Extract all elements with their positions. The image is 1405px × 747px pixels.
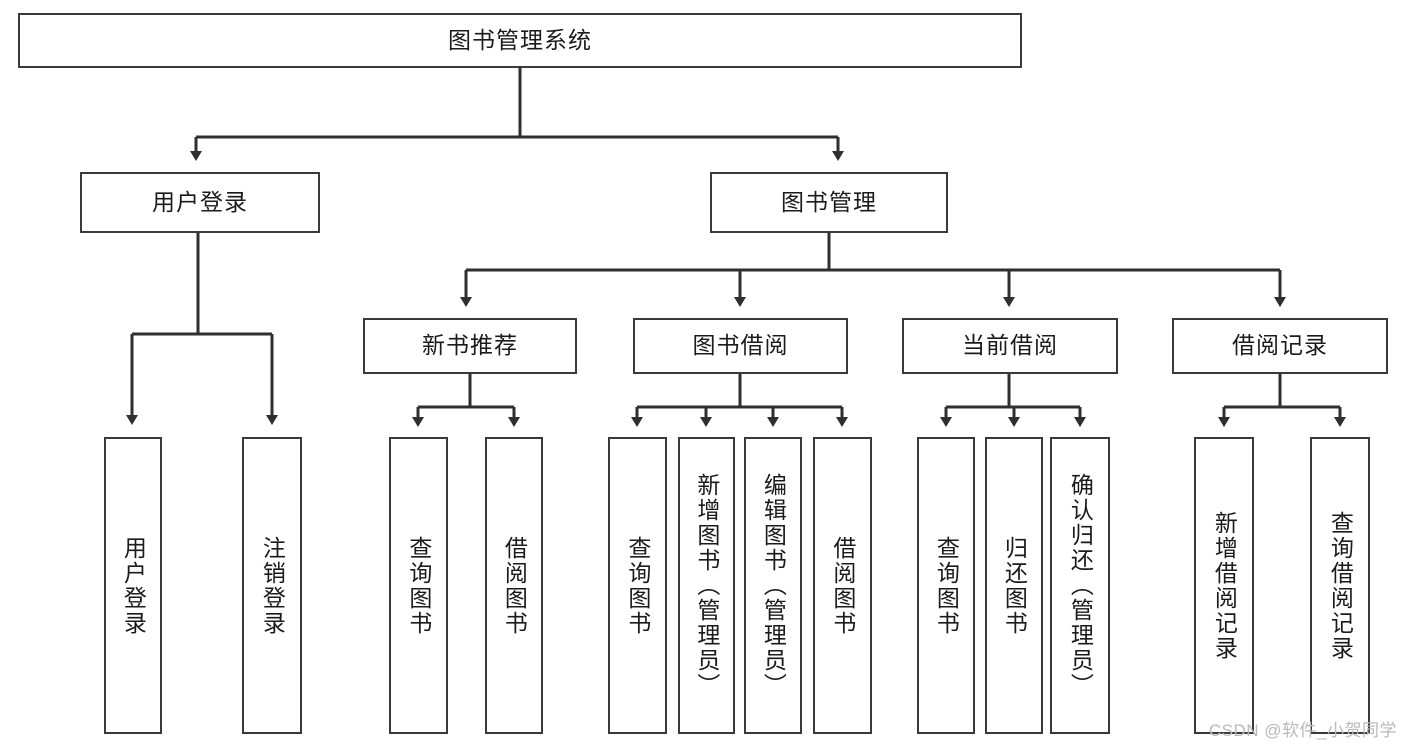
node-user-login-label: 用户登录 (152, 188, 248, 215)
node-leaf-rec-borrow-book[interactable]: 借阅图书 (485, 437, 543, 734)
node-leaf-rec-add-record[interactable]: 新增借阅记录 (1194, 437, 1254, 734)
node-user-login[interactable]: 用户登录 (80, 172, 320, 233)
node-leaf-cur-query-book-label: 查询图书 (933, 535, 960, 636)
node-book-manage-label: 图书管理 (781, 188, 877, 215)
node-leaf-cur-query-book[interactable]: 查询图书 (917, 437, 975, 734)
node-leaf-cur-return-book[interactable]: 归还图书 (985, 437, 1043, 734)
node-new-book-rec[interactable]: 新书推荐 (363, 318, 577, 374)
node-leaf-user-login[interactable]: 用户登录 (104, 437, 162, 734)
node-leaf-borrow-edit-book[interactable]: 编辑图书（管理员） (744, 437, 802, 734)
node-leaf-borrow-add-book[interactable]: 新增图书（管理员） (678, 437, 735, 734)
node-leaf-rec-query-book-label: 查询图书 (405, 535, 432, 636)
node-book-borrow-label: 图书借阅 (692, 332, 789, 359)
node-current-borrow[interactable]: 当前借阅 (902, 318, 1118, 374)
node-leaf-rec-query-record-label: 查询借阅记录 (1327, 510, 1354, 661)
node-leaf-cur-confirm-return-label: 确认归还（管理员） (1067, 473, 1094, 698)
node-leaf-user-logout-label: 注销登录 (259, 535, 286, 636)
node-book-manage[interactable]: 图书管理 (710, 172, 948, 233)
csdn-watermark: CSDN @软件_小贺同学 (1208, 721, 1397, 740)
node-root[interactable]: 图书管理系统 (18, 13, 1022, 68)
node-leaf-borrow-query-book-label: 查询图书 (624, 535, 651, 636)
node-leaf-borrow-borrow-book[interactable]: 借阅图书 (813, 437, 872, 734)
node-leaf-cur-return-book-label: 归还图书 (1001, 535, 1028, 636)
node-leaf-user-login-label: 用户登录 (120, 535, 147, 636)
node-borrow-record[interactable]: 借阅记录 (1172, 318, 1388, 374)
node-leaf-borrow-edit-book-label: 编辑图书（管理员） (760, 473, 787, 698)
node-leaf-rec-query-record[interactable]: 查询借阅记录 (1310, 437, 1370, 734)
node-leaf-borrow-query-book[interactable]: 查询图书 (608, 437, 667, 734)
node-leaf-borrow-add-book-label: 新增图书（管理员） (693, 473, 720, 698)
node-book-borrow[interactable]: 图书借阅 (633, 318, 848, 374)
node-leaf-user-logout[interactable]: 注销登录 (242, 437, 302, 734)
node-leaf-cur-confirm-return[interactable]: 确认归还（管理员） (1050, 437, 1110, 734)
node-new-book-rec-label: 新书推荐 (422, 332, 518, 359)
node-leaf-rec-query-book[interactable]: 查询图书 (389, 437, 448, 734)
node-leaf-rec-borrow-book-label: 借阅图书 (501, 535, 528, 636)
node-borrow-record-label: 借阅记录 (1232, 332, 1328, 359)
node-leaf-rec-add-record-label: 新增借阅记录 (1211, 510, 1238, 661)
node-leaf-borrow-borrow-book-label: 借阅图书 (829, 535, 856, 636)
node-current-borrow-label: 当前借阅 (962, 332, 1058, 359)
node-root-label: 图书管理系统 (448, 26, 592, 53)
